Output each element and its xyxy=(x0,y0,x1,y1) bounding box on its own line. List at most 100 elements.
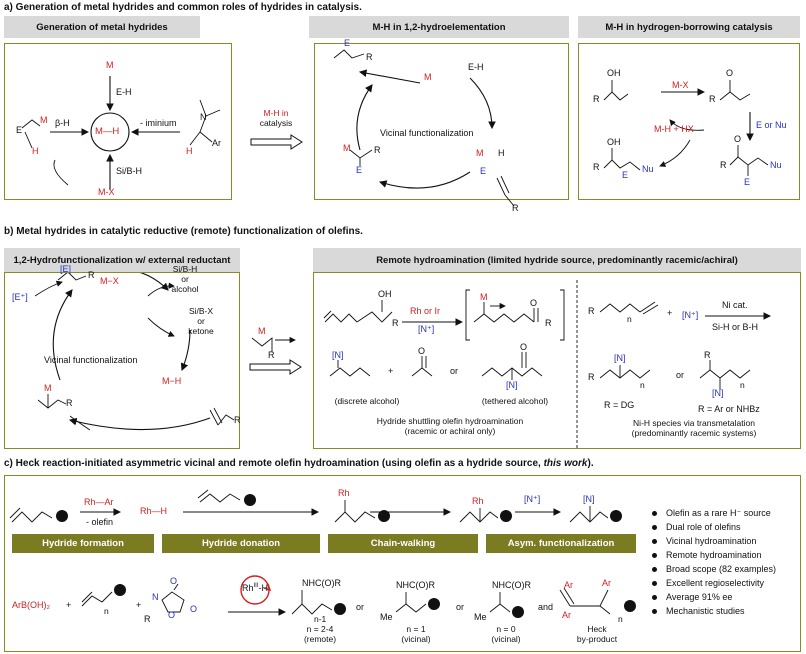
c-and: and xyxy=(538,602,554,612)
borrow-nu4: Nu xyxy=(770,160,782,170)
step-hydride-formation: Hydride formation xyxy=(12,534,154,553)
gen-sibh: Si/B-H xyxy=(116,166,143,176)
heck-n: n xyxy=(618,614,623,624)
b-mx: M−X xyxy=(100,276,119,286)
right-n: n xyxy=(627,314,632,324)
right-r-ar: R = Ar or NHBz xyxy=(698,404,760,414)
right-ni-cat: Ni cat. xyxy=(722,300,748,310)
c-rh-h: Rh—H xyxy=(140,506,168,516)
feature-item: Broad scope (82 examples) xyxy=(652,562,776,576)
mid-r: R xyxy=(392,318,399,328)
gen-iminium: - iminium xyxy=(140,118,177,128)
header-remote-hydroamination: Remote hydroamination (limited hydride s… xyxy=(313,248,801,272)
p2-me: Me xyxy=(380,612,393,622)
gen-metal: M xyxy=(106,60,114,70)
header-generation: Generation of metal hydrides xyxy=(4,16,200,38)
p1-substituent: NHC(O)R xyxy=(302,578,341,588)
c-reagent-o1: O xyxy=(170,576,178,586)
b-r1: R xyxy=(88,270,95,280)
mid-caption: Hydride shuttling olefin hydroamination(… xyxy=(376,416,524,436)
right-plus: + xyxy=(667,308,673,318)
right-reductant: Si-H or B-H xyxy=(712,322,759,332)
b-r2: R xyxy=(66,398,73,408)
p3-substituent: NHC(O)R xyxy=(492,580,531,590)
hydro-vicinal: Vicinal functionalization xyxy=(380,128,474,138)
gen-n: N xyxy=(200,112,207,122)
c-n: [N] xyxy=(583,494,595,504)
feature-item: Mechanistic studies xyxy=(652,604,776,618)
right-n2: [N] xyxy=(712,388,724,398)
right-nplus: [N⁺] xyxy=(682,310,699,320)
substituent-circle xyxy=(512,606,524,618)
mid-m: M xyxy=(480,292,488,302)
feature-item: Excellent regioselectivity xyxy=(652,576,776,590)
substituent-circle xyxy=(334,603,346,615)
right-r1: R xyxy=(588,372,595,382)
p2-substituent: NHC(O)R xyxy=(396,580,435,590)
feature-item: Remote hydroamination xyxy=(652,548,776,562)
b-eplus: [E⁺] xyxy=(12,292,28,302)
c-plus2: + xyxy=(136,600,142,610)
feature-item: Olefin as a rare H⁻ source xyxy=(652,506,776,520)
header-hydrogen-borrowing: M-H in hydrogen-borrowing catalysis xyxy=(578,16,800,38)
c-arboh2: ArB(OH)₂ xyxy=(12,600,50,610)
hydro-e1: E xyxy=(344,38,351,48)
c-or1: or xyxy=(356,602,365,612)
mid-cap-discrete: (discrete alcohol) xyxy=(334,396,400,406)
mid-o3: O xyxy=(520,342,528,352)
right-r: R xyxy=(588,306,595,316)
c-reagent-o2: O xyxy=(168,610,176,620)
c-plus1: + xyxy=(66,600,72,610)
panel-hydrogen-borrowing xyxy=(578,43,800,200)
substituent-circle xyxy=(114,584,126,596)
hydro-mh-m: M xyxy=(476,148,484,158)
gen-h2: H xyxy=(186,146,193,156)
header-hydroelementation: M-H in 1,2-hydroelementation xyxy=(309,16,569,38)
gen-m-fragment: M xyxy=(40,115,48,125)
feature-item: Vicinal hydroamination xyxy=(652,534,776,548)
section-c-title: c) Heck reaction-initiated asymmetric vi… xyxy=(4,458,594,469)
right-r2: R xyxy=(704,350,711,360)
mid-n2: [N] xyxy=(506,380,518,390)
mid-oh: OH xyxy=(378,289,392,299)
gen-mx: M-X xyxy=(98,187,115,197)
substituent-circle xyxy=(378,510,390,522)
feature-list: Olefin as a rare H⁻ source Dual role of … xyxy=(652,506,776,618)
c-or2: or xyxy=(456,602,465,612)
feature-item: Average 91% ee xyxy=(652,590,776,604)
hydro-mh-h: H xyxy=(498,148,505,158)
c-reagent-r: R xyxy=(144,614,151,624)
c-nplus: [N⁺] xyxy=(524,494,541,504)
hydro-r3: R xyxy=(512,203,519,213)
hydro-m2: M xyxy=(343,143,351,153)
mid-rh-or-ir: Rh or Ir xyxy=(410,306,441,316)
mid-o2: O xyxy=(418,346,426,356)
section-b-title: b) Metal hydrides in catalytic reductive… xyxy=(4,226,363,237)
b-vicinal: Vicinal functionalization xyxy=(44,355,138,365)
c-minus-olefin: - olefin xyxy=(86,517,114,527)
mid-nplus: [N⁺] xyxy=(418,324,435,334)
b-arrow-r: R xyxy=(268,350,275,360)
borrow-e4: E xyxy=(744,177,751,187)
gen-mh: M—H xyxy=(95,126,120,137)
c-rh-ar: Rh—Ar xyxy=(84,497,114,507)
p1-caption: n = 2-4(remote) xyxy=(303,624,337,644)
panel-remote-hydroamination xyxy=(313,272,801,449)
substituent-circle xyxy=(56,510,68,522)
gen-ar: Ar xyxy=(212,138,221,148)
right-n1-sub: n xyxy=(640,380,645,390)
gen-beta-h: β-H xyxy=(55,118,70,128)
mid-or: or xyxy=(450,366,459,376)
borrow-nu3: Nu xyxy=(642,164,654,174)
hydro-r2: R xyxy=(374,145,381,155)
mid-plus: + xyxy=(388,366,394,376)
hydro-eh: E-H xyxy=(468,62,484,72)
panel-hydroelementation xyxy=(314,43,569,200)
p3-me: Me xyxy=(474,612,487,622)
borrow-e3: E xyxy=(622,170,629,180)
right-caption: Ni-H species via transmetalation(predomi… xyxy=(631,418,757,438)
panel-this-work xyxy=(4,475,801,652)
